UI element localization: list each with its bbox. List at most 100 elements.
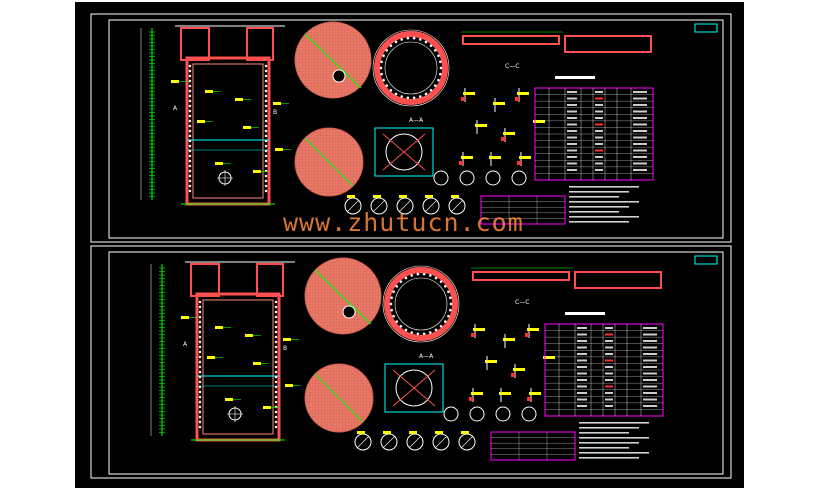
ring-rebar-dot	[428, 274, 432, 277]
sheet-inner-frame-1	[108, 19, 724, 239]
rebar-callout-tag	[285, 384, 293, 387]
note-text-line	[579, 437, 649, 439]
rebar-section-tag	[451, 195, 459, 198]
table-cell-text	[567, 117, 577, 119]
ring-rebar-dot	[447, 290, 450, 294]
rebar-dot	[274, 380, 278, 384]
bar-callout	[519, 156, 531, 159]
table-cell-text	[633, 97, 647, 100]
table-cell-text	[643, 359, 657, 362]
rebar-dot	[274, 415, 278, 419]
table-cell-text	[633, 104, 647, 106]
rebar-dot	[264, 89, 268, 93]
ring-rebar-dot	[394, 92, 398, 96]
ring-rebar-dot	[394, 40, 398, 44]
well-wall	[185, 56, 271, 206]
ring-rebar-dot	[434, 276, 438, 280]
rebar-dot	[188, 184, 192, 188]
table-cell-text	[567, 104, 577, 106]
table-cell-text	[595, 104, 603, 106]
rebar-dot	[274, 425, 278, 429]
rebar-dot	[274, 395, 278, 399]
bar-callout	[513, 368, 525, 371]
ring-rebar-dot	[437, 78, 440, 82]
rebar-dot	[198, 410, 202, 414]
rebar-dot	[188, 154, 192, 158]
table-cell-text	[567, 149, 577, 152]
rebar-callout-tag	[253, 362, 261, 365]
ring-rebar-dot	[448, 296, 452, 300]
section-mark-a: A	[173, 105, 178, 112]
bar-callout	[463, 92, 475, 95]
bar-marker	[511, 373, 515, 377]
rebar-section-tag	[435, 431, 443, 434]
table-cell-text	[577, 353, 587, 355]
ring-rebar-dot	[380, 60, 384, 64]
table-cell-text	[577, 340, 587, 342]
table-cell-text	[633, 169, 647, 171]
bar-marker	[469, 397, 473, 401]
section-label-c: C—C	[515, 299, 529, 306]
rebar-dot	[198, 395, 202, 399]
table-cell-text	[605, 333, 613, 336]
rebar-dot	[198, 360, 202, 364]
ring-rebar-dot	[406, 96, 410, 100]
well-inner-wall	[202, 299, 274, 435]
section-label-a: A—A	[419, 353, 434, 360]
rebar-callout-tag	[205, 90, 213, 93]
rebar-callout-tag	[215, 326, 223, 329]
rebar-dot	[264, 119, 268, 123]
sheet-2-group: ABA—AC—C	[150, 257, 664, 461]
table-cell-text	[567, 97, 577, 100]
table-cell-text	[633, 156, 647, 158]
table-cell-text	[577, 333, 587, 336]
diagonal-leader	[304, 33, 362, 89]
rebar-dot	[188, 79, 192, 83]
rebar-dot	[264, 174, 268, 178]
ring-rebar-dot	[382, 54, 385, 58]
ring-rebar-dot	[400, 95, 404, 98]
table-cell-text	[567, 143, 577, 145]
ring-rebar-dot	[448, 308, 452, 312]
ring-rebar-dot	[449, 302, 453, 306]
table-cell-text	[577, 379, 587, 381]
note-text-line	[569, 206, 629, 208]
rebar-section-circle	[443, 406, 459, 422]
ring-rebar-dot	[385, 84, 389, 87]
rebar-dot	[264, 99, 268, 103]
rebar-dot	[198, 355, 202, 359]
bar-marker	[527, 397, 531, 401]
table-title	[555, 76, 595, 79]
rebar-section-mark	[346, 199, 360, 213]
detail-box	[384, 363, 444, 413]
sheet-frame-2	[90, 245, 732, 479]
table-cell-text	[605, 392, 613, 394]
rebar-dot	[264, 144, 268, 148]
detail-cross	[392, 369, 436, 407]
rebar-dot	[188, 129, 192, 133]
rebar-dot	[188, 114, 192, 118]
ring-rebar-dot	[443, 285, 447, 288]
table-cell-text	[643, 333, 657, 336]
table-cell-text	[605, 366, 613, 368]
ring-rebar-dot	[392, 290, 395, 294]
ring-rebar-dot	[424, 92, 428, 96]
table-cell-text	[633, 117, 647, 119]
rebar-dot	[188, 174, 192, 178]
rebar-dot	[274, 355, 278, 359]
table-cell-text	[605, 398, 613, 401]
note-text-line	[579, 452, 649, 454]
table-cell-text	[567, 156, 577, 158]
well-inner-wall	[192, 63, 264, 199]
ring-rebar-dot	[404, 328, 408, 332]
rebar-dot	[198, 390, 202, 394]
ring-rebar-dot	[416, 332, 420, 336]
rebar-section-tag	[425, 195, 433, 198]
rebar-section-tag	[347, 195, 355, 198]
rebar-dot	[274, 340, 278, 344]
rebar-dot	[264, 154, 268, 158]
rebar-callout-tag	[171, 80, 179, 83]
rebar-dot	[198, 365, 202, 369]
ring-rebar-dot	[389, 302, 393, 306]
